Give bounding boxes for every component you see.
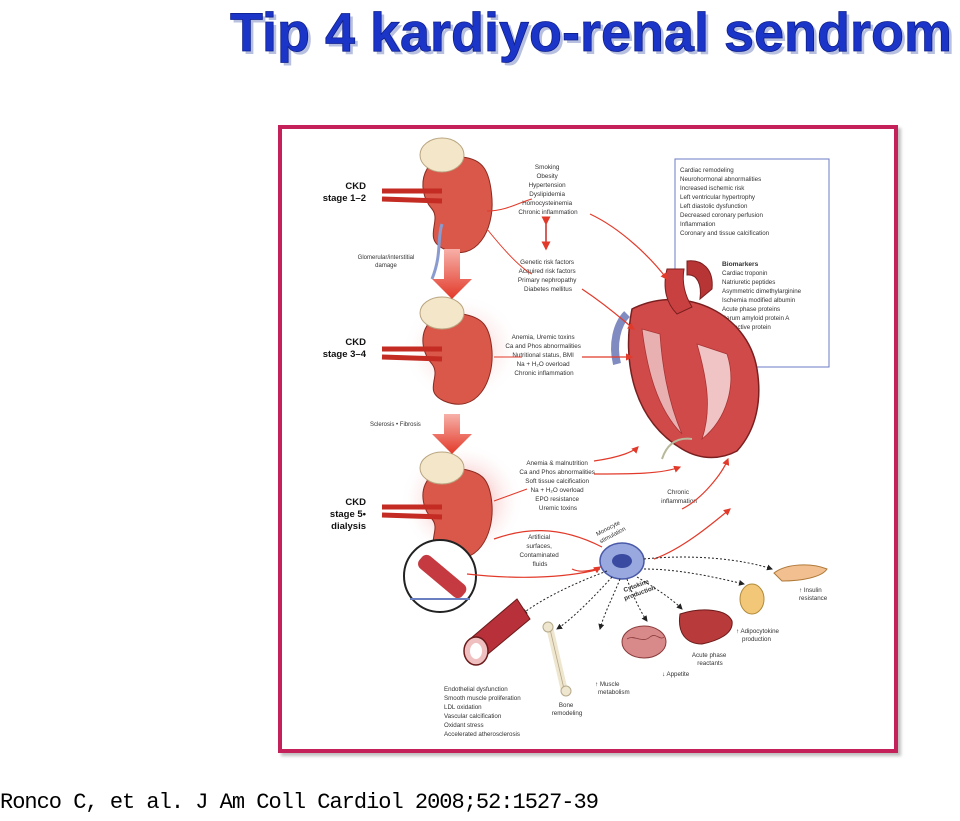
- kidney-stage1-icon: [381, 137, 493, 280]
- heart-icon: [611, 260, 760, 460]
- page-title: Tip 4 kardiyo-renal sendrom Tip 4 kardiy…: [230, 1, 955, 66]
- citation: Ronco C, et al. J Am Coll Cardiol 2008;5…: [0, 790, 599, 815]
- liver-icon: [678, 609, 733, 645]
- stage2-factors: Anemia, Uremic toxins Ca and Phos abnorm…: [505, 334, 582, 377]
- pancreas-icon: [773, 564, 828, 582]
- risk-factors-mid: Genetic risk factors Acquired risk facto…: [518, 259, 578, 293]
- biomarkers-title: Biomarkers: [722, 261, 759, 268]
- progression-arrow-2: [432, 414, 472, 454]
- biomarkers-list: Cardiac troponin Natriuretic peptides As…: [722, 270, 803, 331]
- bone-icon: [542, 621, 572, 697]
- blood-vessel-icon: [463, 598, 531, 666]
- kidney-stage2-icon: [381, 296, 493, 405]
- brain-icon: [621, 625, 667, 659]
- chronic-inflammation-label: Chronic inflammation: [661, 489, 697, 505]
- bone-remodeling-label: Bone remodeling: [552, 702, 583, 717]
- risk-factors-top: Smoking Obesity Hypertension Dyslipidemi…: [518, 164, 578, 216]
- adipocytokine-label: ↑ Adipocytokine production: [736, 628, 781, 643]
- progression-arrow-1: [432, 249, 472, 299]
- acute-phase-label: Acute phase reactants: [692, 652, 728, 667]
- title-text: Tip 4 kardiyo-renal sendrom: [230, 1, 952, 63]
- vascular-effects-list: Endothelial dysfunction Smooth muscle pr…: [444, 686, 522, 738]
- cytokine-label: Cytokine production: [620, 577, 656, 602]
- dialysis-vessel-icon: [403, 539, 477, 613]
- monocyte-cell-icon: [599, 542, 645, 580]
- stage3-factors: Anemia & malnutrition Ca and Phos abnorm…: [519, 460, 596, 512]
- cardiac-effects-list: Cardiac remodeling Neurohormonal abnorma…: [680, 167, 770, 237]
- adipocyte-icon: [739, 583, 765, 615]
- kidney-stage3-icon: [381, 451, 493, 559]
- title-shadow: Tip 4 kardiyo-renal sendrom: [233, 4, 955, 66]
- transition2-label: Sclerosis • Fibrosis: [370, 422, 421, 428]
- artificial-surfaces-label: Artificial surfaces, Contaminated fluids: [520, 534, 561, 568]
- appetite-label: ↓ Appetite: [662, 671, 690, 678]
- muscle-label: ↑ Muscle metabolism: [595, 681, 630, 696]
- insulin-label: ↑ Insulin resistance: [799, 587, 828, 602]
- monocyte-label: Monocyte stimulation: [595, 519, 627, 545]
